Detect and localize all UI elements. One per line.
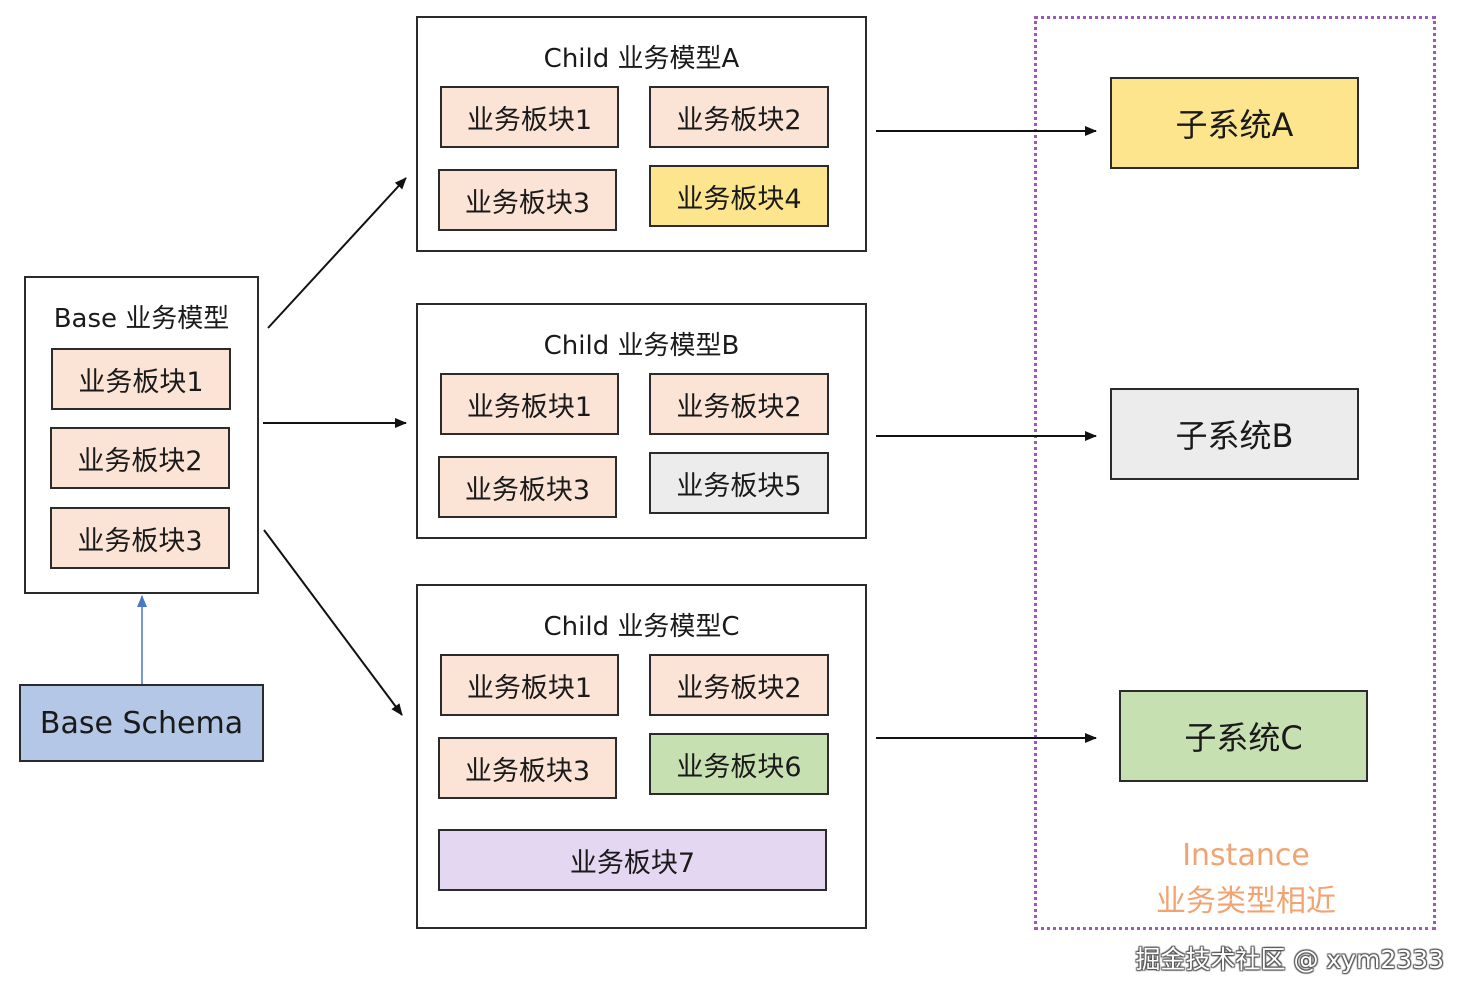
- child-c-block-2: 业务板块2: [649, 654, 829, 716]
- instance-label: Instance: [1182, 838, 1310, 873]
- child-model-b-title: Child 业务模型B: [543, 331, 740, 361]
- child-c-block-1: 业务板块1: [440, 654, 619, 716]
- child-a-block-4: 业务板块4: [649, 165, 829, 227]
- child-c-block-3: 业务板块3: [438, 737, 617, 799]
- subsystem-a: 子系统A: [1110, 77, 1359, 169]
- base-schema-box: Base Schema: [19, 684, 264, 762]
- base-block-2: 业务板块2: [50, 427, 230, 489]
- arrow-base-to-child-c: [263, 529, 403, 716]
- child-b-block-2: 业务板块2: [649, 373, 829, 435]
- arrow-base-to-child-a: [267, 177, 407, 329]
- base-block-3: 业务板块3: [50, 507, 230, 569]
- child-b-block-5: 业务板块5: [649, 452, 829, 514]
- child-a-block-3: 业务板块3: [438, 169, 617, 231]
- subsystem-c: 子系统C: [1119, 690, 1368, 782]
- instance-sublabel: 业务类型相近: [1156, 884, 1336, 919]
- base-block-1: 业务板块1: [51, 348, 231, 410]
- child-model-c-title: Child 业务模型C: [543, 612, 740, 642]
- base-model-title: Base 业务模型: [53, 304, 230, 334]
- child-b-block-1: 业务板块1: [440, 373, 619, 435]
- watermark: 掘金技术社区 @ xym2333: [1135, 945, 1444, 974]
- child-c-block-6: 业务板块6: [649, 733, 829, 795]
- child-model-a-title: Child 业务模型A: [543, 44, 740, 74]
- child-a-block-1: 业务板块1: [440, 86, 619, 148]
- child-a-block-2: 业务板块2: [649, 86, 829, 148]
- subsystem-b: 子系统B: [1110, 388, 1359, 480]
- child-c-block-7: 业务板块7: [438, 829, 827, 891]
- instance-box: [1034, 16, 1436, 930]
- child-b-block-3: 业务板块3: [438, 456, 617, 518]
